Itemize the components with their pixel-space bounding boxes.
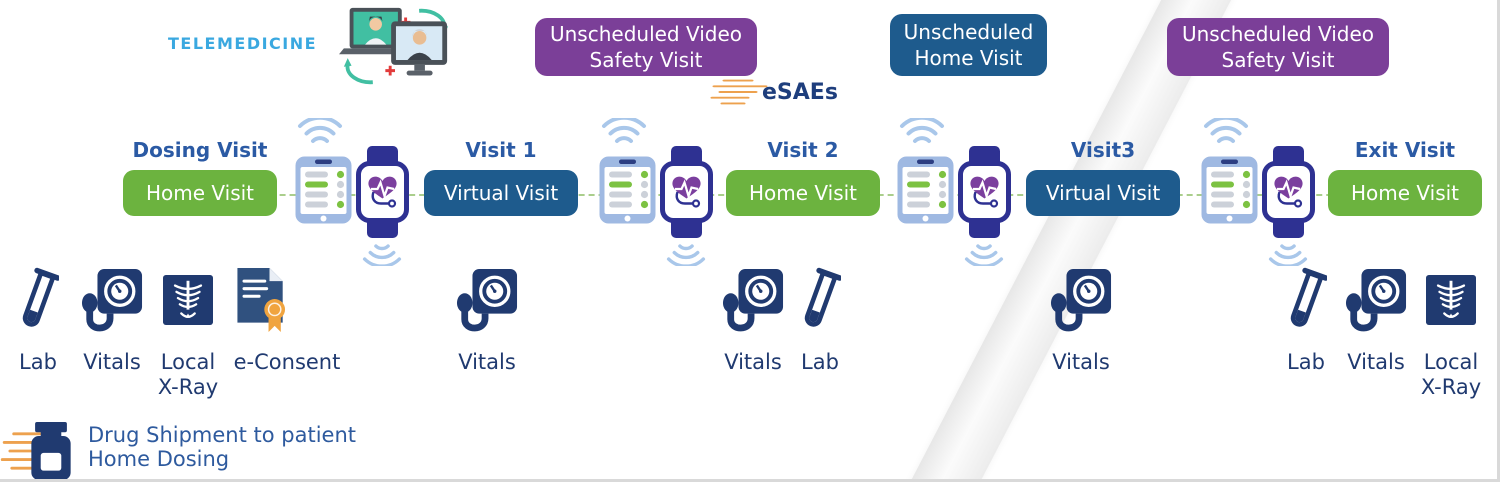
badge-line-2: Safety Visit [589, 48, 703, 72]
smartphone-icon [897, 156, 954, 224]
xray-icon [163, 262, 213, 338]
lab-tube-icon [799, 262, 841, 338]
visit-type-badge-2: Home Visit [726, 170, 880, 216]
drug-shipment-line-1: Drug Shipment to patient [88, 423, 357, 447]
wifi-icon [601, 118, 647, 148]
procedure-lab: Lab [1278, 262, 1334, 375]
badge-line-2: Home Visit [914, 46, 1023, 70]
procedure-lab: Lab [8, 262, 68, 375]
telemedicine-icon [336, 5, 454, 88]
device-pair-3 [897, 118, 1027, 268]
vitals-icon [456, 262, 518, 338]
unscheduled-video-safety-visit-badge-1: Unscheduled Video Safety Visit [535, 18, 757, 76]
telemedicine-label: TELEMEDICINE [168, 34, 318, 53]
visit-type-badge-dosing: Home Visit [123, 170, 277, 216]
smartwatch-icon [356, 146, 409, 238]
procedure-label: Vitals [1347, 350, 1405, 374]
speed-lines-icon [710, 78, 770, 106]
visit-type-badge-exit: Home Visit [1328, 170, 1482, 216]
procedure-label-line-2: X-Ray [1420, 375, 1482, 399]
pill-bottle-icon [24, 422, 78, 480]
procedure-label: Vitals [724, 350, 782, 374]
badge-line-1: Unscheduled Video [1181, 22, 1375, 46]
procedure-lab: Lab [792, 262, 848, 375]
econsent-icon [233, 262, 289, 338]
esaes-label: eSAEs [762, 79, 838, 105]
vitals-icon [1050, 262, 1112, 338]
procedure-econsent: e-Consent [226, 262, 348, 375]
smartphone-icon [295, 156, 352, 224]
unscheduled-video-safety-visit-badge-2: Unscheduled Video Safety Visit [1167, 18, 1389, 76]
visit-title-dosing: Dosing Visit [132, 138, 268, 162]
device-pair-4 [1201, 118, 1331, 268]
visit-title-exit: Exit Visit [1354, 138, 1456, 162]
procedure-label: Vitals [1052, 350, 1110, 374]
procedure-vitals: Vitals [718, 262, 788, 375]
procedure-local-xray: Local X-Ray [1418, 262, 1484, 400]
wifi-icon [963, 240, 1005, 266]
visit-title-2: Visit 2 [767, 138, 839, 162]
procedure-vitals: Vitals [78, 262, 146, 375]
procedure-vitals: Vitals [452, 262, 522, 375]
wifi-icon [899, 118, 945, 148]
visit-type-badge-1: Virtual Visit [424, 170, 578, 216]
wifi-icon [665, 240, 707, 266]
badge-line-2: Safety Visit [1221, 48, 1335, 72]
device-pair-2 [599, 118, 729, 268]
procedure-label: e-Consent [233, 350, 341, 374]
procedure-label-line-1: Local [160, 350, 216, 374]
wifi-icon [297, 118, 343, 148]
visit-title-3: Visit3 [1070, 138, 1136, 162]
device-pair-1 [295, 118, 425, 268]
procedure-label: Lab [19, 350, 57, 374]
visit-title-1: Visit 1 [465, 138, 537, 162]
procedure-label: Lab [801, 350, 839, 374]
procedure-label: Vitals [458, 350, 516, 374]
vitals-icon [81, 262, 143, 338]
smartwatch-icon [958, 146, 1011, 238]
procedure-vitals: Vitals [1340, 262, 1412, 375]
xray-icon [1426, 262, 1476, 338]
smartphone-icon [1201, 156, 1258, 224]
badge-line-1: Unscheduled Video [549, 22, 743, 46]
wifi-icon [361, 240, 403, 266]
procedure-label-line-2: X-Ray [157, 375, 219, 399]
vitals-icon [1345, 262, 1407, 338]
smartwatch-icon [660, 146, 713, 238]
wifi-icon [1203, 118, 1249, 148]
smartphone-icon [599, 156, 656, 224]
procedure-vitals: Vitals [1046, 262, 1116, 375]
procedure-label: Vitals [83, 350, 141, 374]
badge-line-1: Unscheduled [903, 20, 1034, 44]
vitals-icon [722, 262, 784, 338]
procedure-local-xray: Local X-Ray [154, 262, 222, 400]
visit-type-badge-3: Virtual Visit [1026, 170, 1180, 216]
lab-tube-icon [17, 262, 59, 338]
procedure-label: Lab [1287, 350, 1325, 374]
procedure-label-line-1: Local [1423, 350, 1479, 374]
unscheduled-home-visit-badge: Unscheduled Home Visit [890, 14, 1047, 76]
drug-shipment-line-2: Home Dosing [88, 447, 230, 471]
esaes-group: eSAEs [710, 78, 838, 106]
lab-tube-icon [1285, 262, 1327, 338]
smartwatch-icon [1262, 146, 1315, 238]
